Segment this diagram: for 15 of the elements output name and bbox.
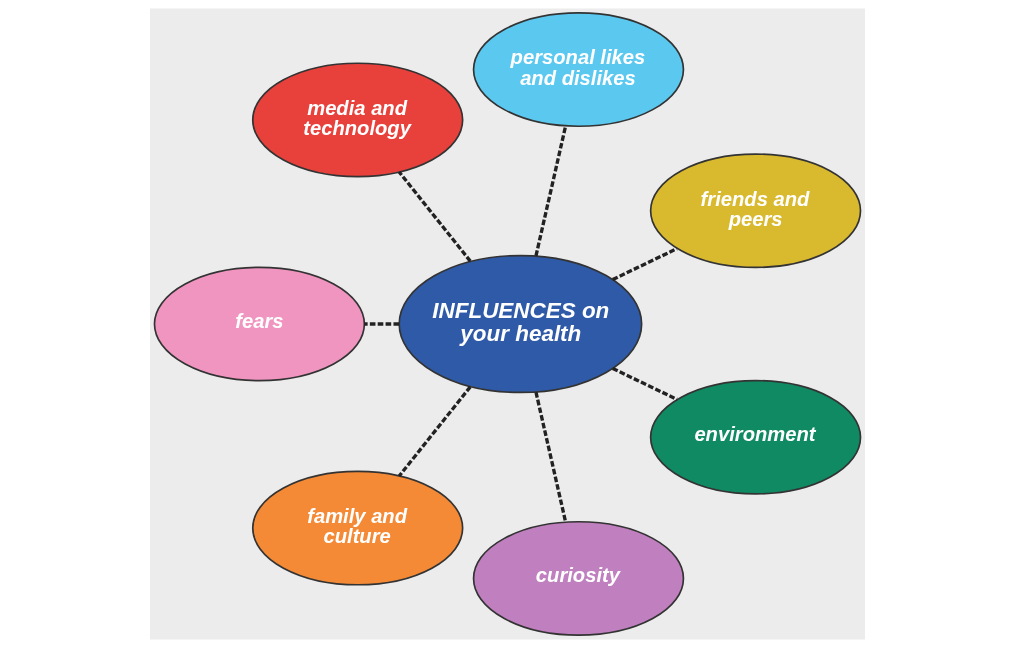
connector [611,366,678,401]
connector [533,391,567,523]
connector [363,322,399,326]
node-ellipse: curiosity [472,520,684,636]
node-ellipse: friends and peers [649,153,861,269]
node-ellipse: INFLUENCES on your health [397,254,642,394]
node-ellipse: personal likes and dislikes [472,12,684,128]
node-ellipse: family and culture [251,470,463,586]
node-ellipse: environment [649,379,861,495]
connector [397,385,472,478]
connector [611,247,678,282]
connector [397,170,472,263]
connector [533,125,567,257]
node-ellipse: media and technology [251,62,463,178]
node-ellipse: fears [153,266,365,382]
